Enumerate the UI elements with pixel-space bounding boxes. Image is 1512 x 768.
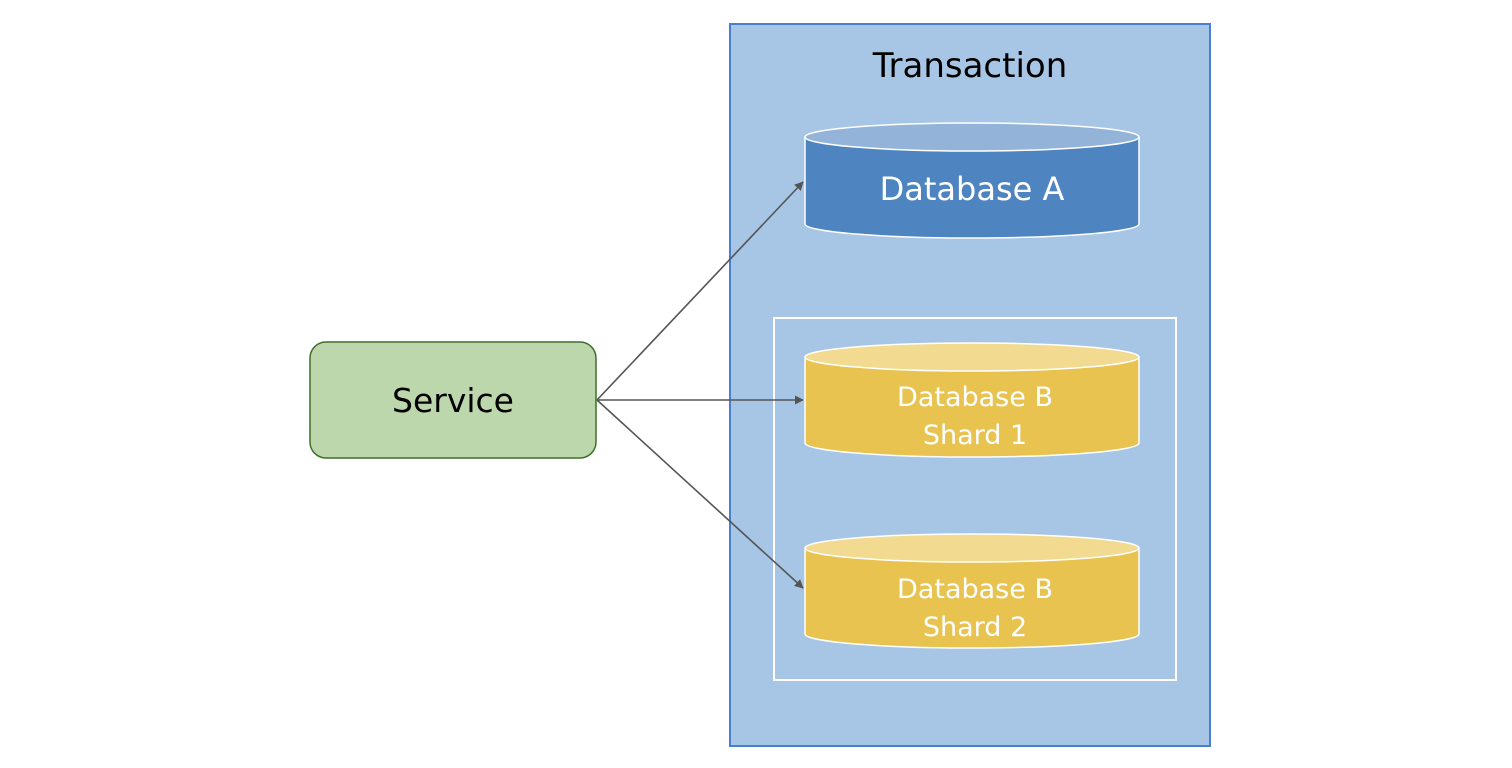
database-a-top [804, 122, 1140, 152]
connections [596, 181, 804, 589]
shard-group-box [773, 317, 1177, 681]
database-a-label: Database A [880, 170, 1065, 208]
database-b-shard-1-body [804, 357, 1140, 458]
arrow-service-to-database-a [596, 181, 804, 401]
service-label: Service [392, 381, 514, 420]
database-a-body [804, 137, 1140, 239]
database-b-shard-2-body [804, 548, 1140, 649]
database-a[interactable]: Database A [804, 122, 1140, 239]
database-b-shard-1[interactable]: Database B Shard 1 [804, 342, 1140, 458]
database-b-shard-1-label-line2: Shard 1 [923, 420, 1027, 451]
database-b-shard-2-top [804, 533, 1140, 563]
database-b-shard-2-label-line1: Database B [897, 574, 1053, 605]
database-b-shard-2-label-line2: Shard 2 [923, 612, 1027, 643]
database-b-shard-2[interactable]: Database B Shard 2 [804, 533, 1140, 649]
transaction-title: Transaction [872, 46, 1068, 86]
arrow-service-to-database-b-shard-2 [596, 399, 804, 589]
service-node[interactable]: Service [309, 341, 597, 459]
database-b-shard-1-top [804, 342, 1140, 372]
database-b-shard-1-label-line1: Database B [897, 382, 1053, 413]
service-box [309, 341, 597, 459]
